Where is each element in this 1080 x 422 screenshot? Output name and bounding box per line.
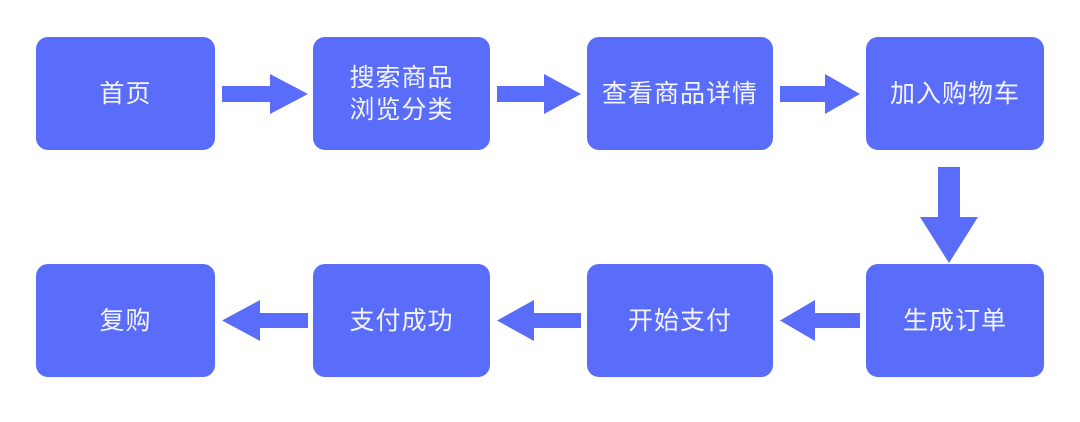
flow-node-create-order-label: 生成订单	[902, 306, 1007, 335]
flow-node-home[interactable]: 首页	[36, 37, 215, 150]
flow-node-add-to-cart[interactable]: 加入购物车	[866, 37, 1044, 150]
flow-node-start-pay-label: 开始支付	[627, 306, 732, 335]
flow-node-repurchase-label: 复购	[99, 306, 152, 335]
flow-node-pay-success-label: 支付成功	[349, 306, 454, 335]
flow-node-search-browse-label: 搜索商品 浏览分类	[349, 63, 454, 124]
arrow-left-icon	[222, 300, 308, 341]
flow-node-add-to-cart-label: 加入购物车	[889, 79, 1020, 108]
flow-node-start-pay[interactable]: 开始支付	[587, 264, 773, 377]
flow-node-create-order[interactable]: 生成订单	[866, 264, 1044, 377]
flow-node-pay-success[interactable]: 支付成功	[313, 264, 490, 377]
arrow-left-icon	[780, 300, 860, 341]
arrow-down-icon	[920, 167, 978, 263]
arrow-right-icon	[222, 74, 308, 114]
arrow-right-icon	[780, 74, 860, 114]
flow-node-repurchase[interactable]: 复购	[36, 264, 215, 377]
arrow-left-icon	[497, 300, 581, 341]
flow-node-product-detail[interactable]: 查看商品详情	[587, 37, 773, 150]
flow-node-product-detail-label: 查看商品详情	[601, 79, 758, 108]
flow-node-search-browse[interactable]: 搜索商品 浏览分类	[313, 37, 490, 150]
flow-node-home-label: 首页	[99, 79, 152, 108]
arrow-right-icon	[497, 74, 581, 114]
